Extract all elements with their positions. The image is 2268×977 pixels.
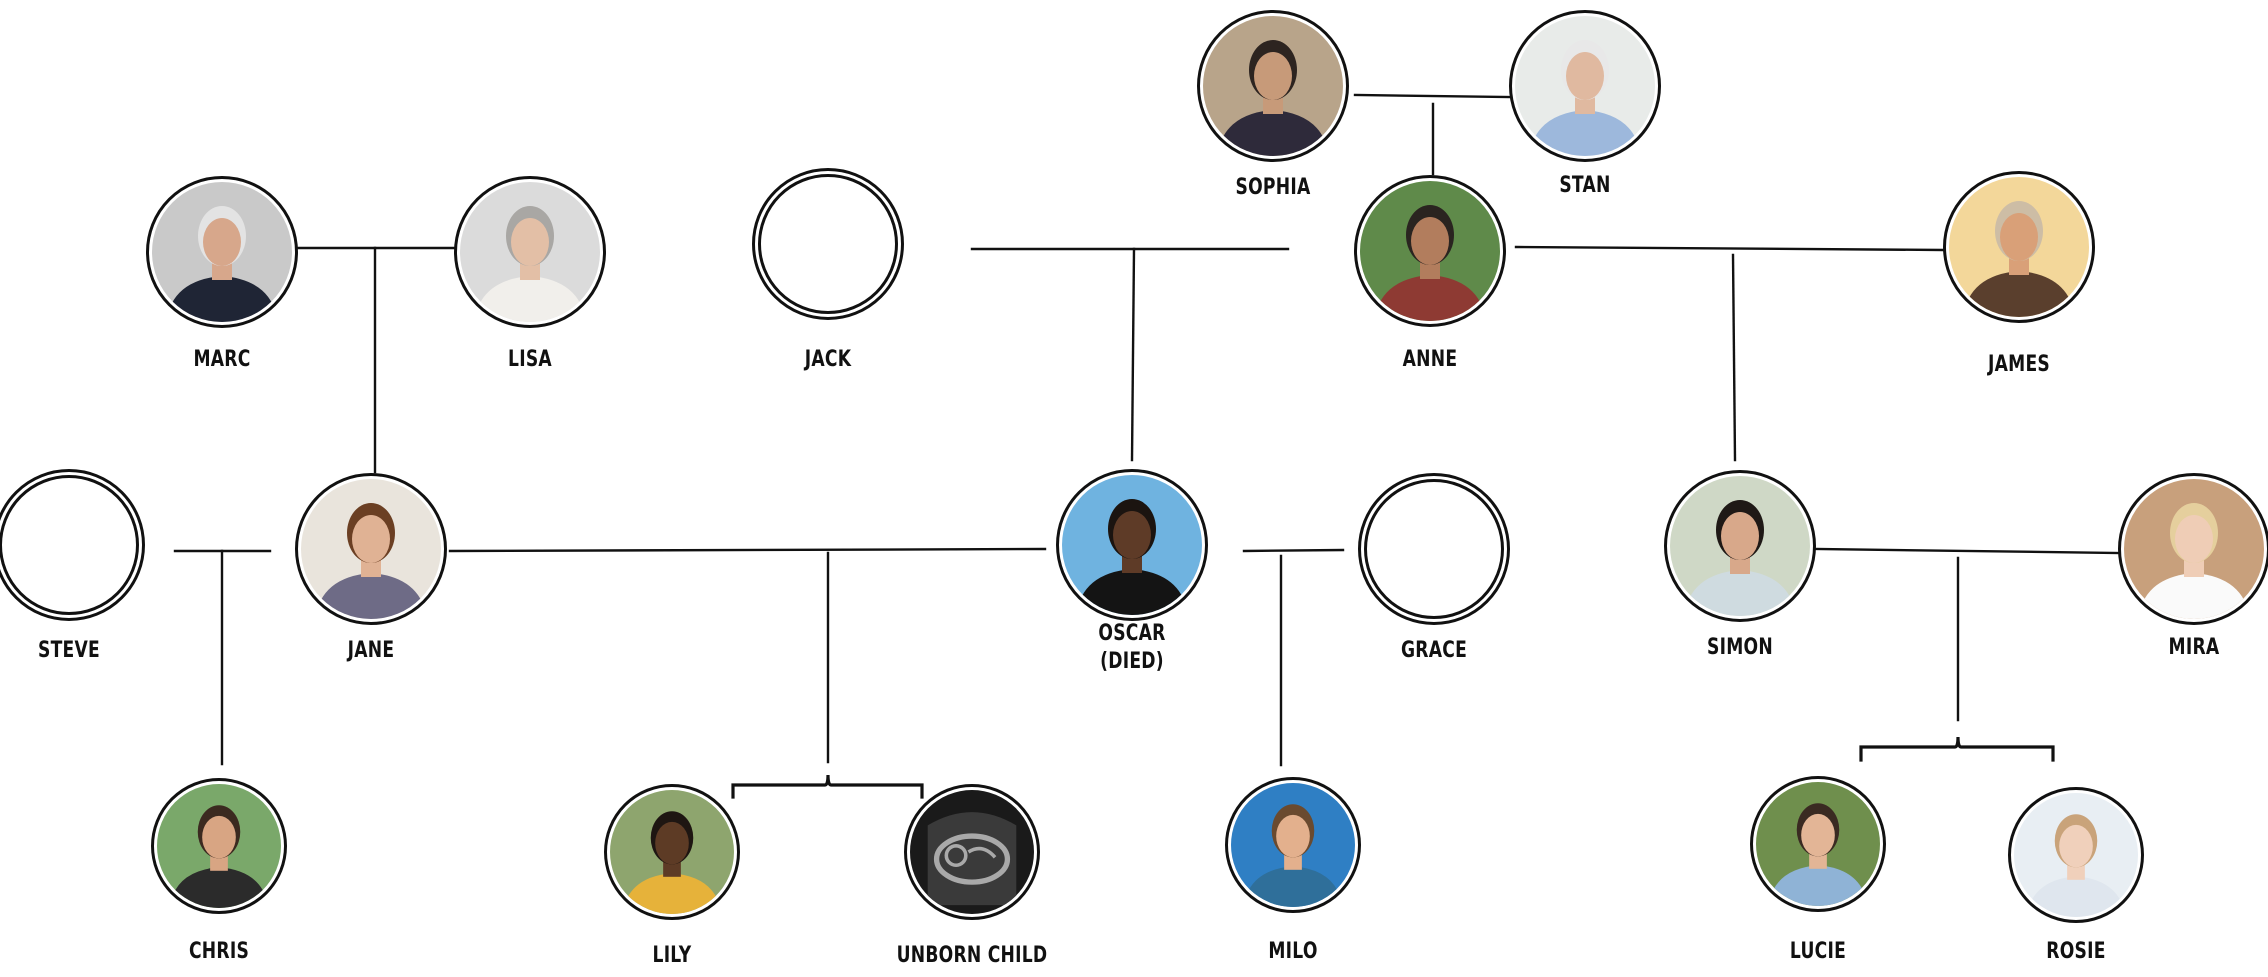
oscar-name: OSCAR [1098,621,1166,646]
person-name: CHRIS [188,939,250,964]
couple-line-anne-james [1514,245,1945,252]
simon-portrait [1670,476,1810,616]
lisa-portrait [460,182,600,322]
person-name: JANE [347,638,395,663]
person-name: JACK [804,347,852,372]
lily-portrait [610,790,734,914]
person-name: SIMON [1707,635,1773,660]
marc-portrait [152,182,292,322]
stan-portrait [1515,16,1655,156]
descent-line-simon [1731,253,1737,462]
person-name: ROSIE [2046,939,2106,964]
steve-placeholder-circle [0,469,145,621]
person-name: STEVE [38,638,100,663]
person-name: OSCAR (DIED) [1031,620,1234,676]
couple-line-jane-oscar [448,547,1047,553]
grace-placeholder-circle [1358,473,1510,625]
oscar-status-note: (DIED) [1100,649,1164,674]
person-name: LUCIE [1789,939,1847,964]
lucie-portrait [1756,782,1880,906]
mira-portrait [2124,479,2264,619]
james-portrait [1949,177,2089,317]
person-name: ANNE [1402,347,1458,372]
person-name: SOPHIA [1235,175,1311,200]
chris-portrait [157,784,281,908]
person-name: LISA [508,347,552,372]
person-name: MILO [1268,939,1318,964]
person-name: MARC [193,347,251,372]
person-name: STAN [1559,173,1611,198]
rosie-portrait [2014,793,2138,917]
person-name: LILY [652,943,692,968]
person-name: JAMES [1987,352,2050,377]
couple-line-oscar-grace [1242,548,1345,553]
jane-portrait [301,479,441,619]
milo-portrait [1231,783,1355,907]
couple-line-sophia-stan [1353,93,1512,99]
person-name: UNBORN CHILD [896,943,1048,968]
sibling-bracket-lily-unborn [731,774,924,799]
ultrasound-image [910,790,1034,914]
descent-line-oscar [1130,247,1136,462]
couple-line-simon-mira [1813,547,2122,555]
sophia-portrait [1203,16,1343,156]
jack-placeholder-circle [752,168,904,320]
oscar-portrait [1062,475,1202,615]
anne-portrait [1360,181,1500,321]
sibling-bracket-lucie-rosie [1859,736,2055,762]
person-name: GRACE [1400,638,1468,663]
person-name: MIRA [2168,635,2220,660]
